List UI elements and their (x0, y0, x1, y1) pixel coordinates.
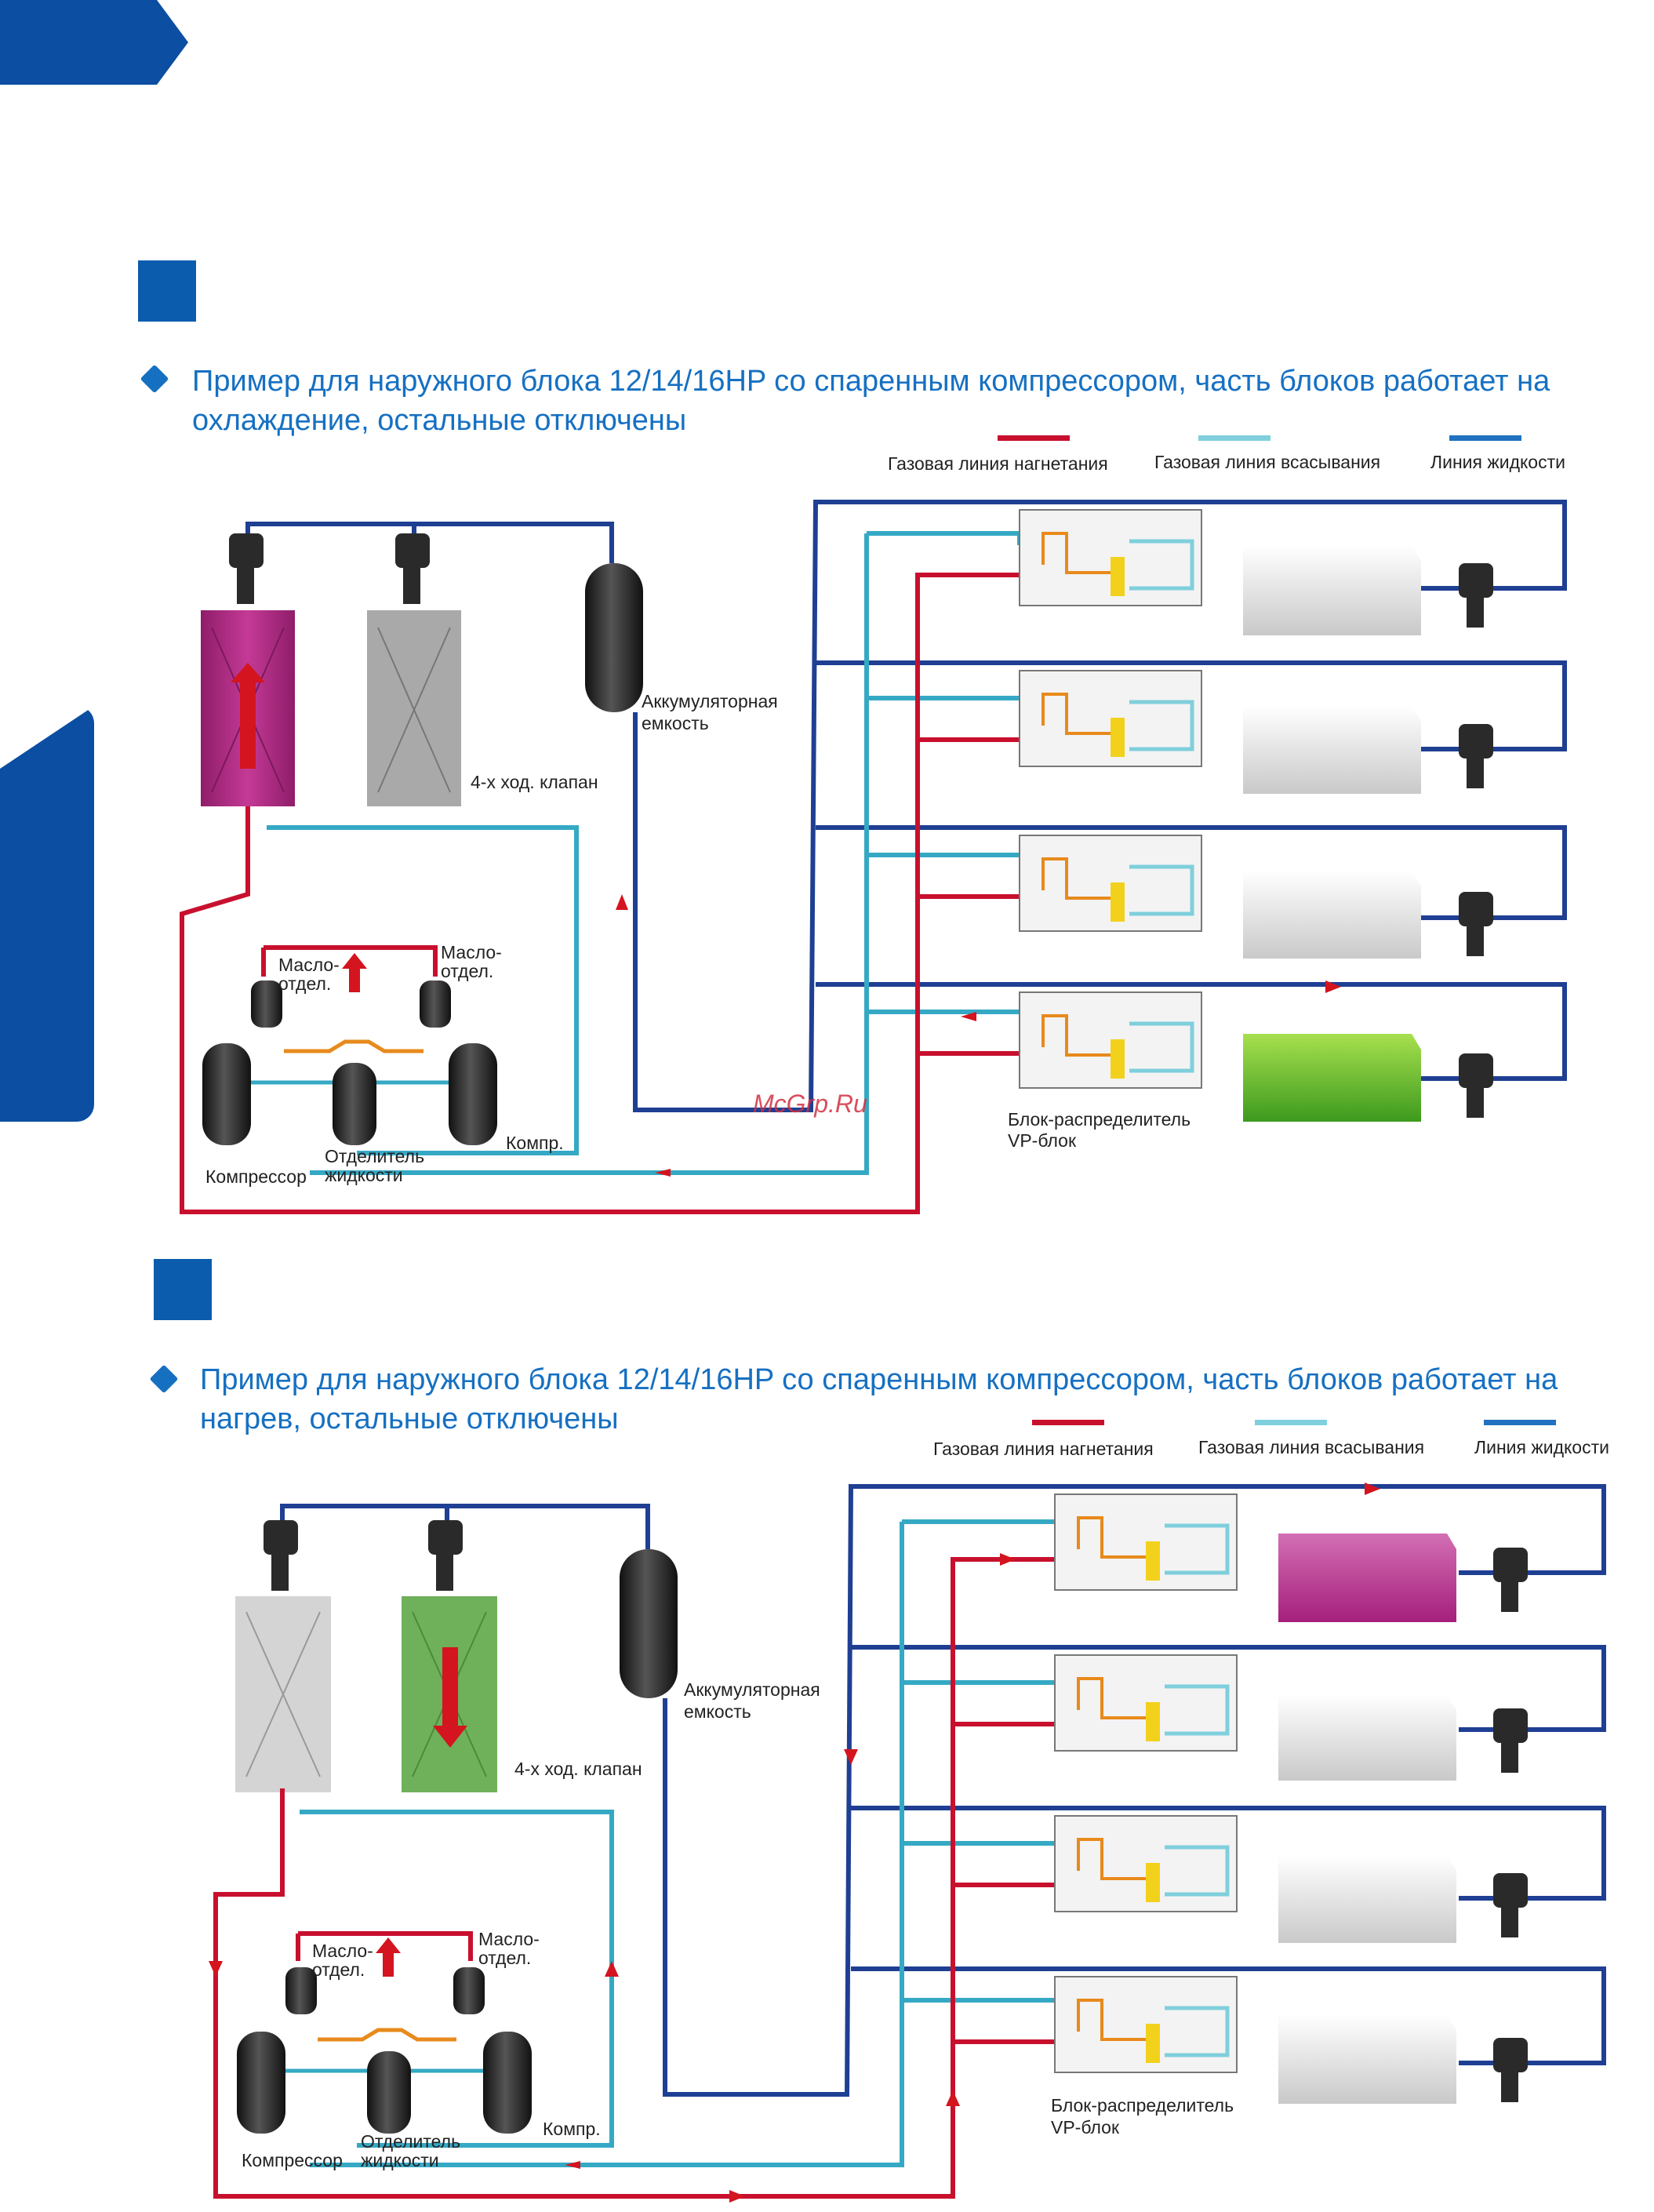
legend-liquid-label: Линия жидкости (1474, 1437, 1609, 1457)
legend-discharge-swatch (998, 435, 1070, 441)
indoor-unit (1278, 1694, 1456, 1781)
indoor-unit (1243, 706, 1421, 794)
compressor (483, 2032, 532, 2134)
liquid-sep-label: Отделитель (361, 2131, 460, 2152)
valve-icon (264, 1520, 298, 1591)
accumulator-tank (585, 563, 643, 712)
diagram-cooling: Аккумуляторная емкость 4-х ход. клапан М… (180, 500, 1567, 1214)
bullet-icon (140, 364, 169, 394)
accumulator-label: емкость (642, 713, 709, 733)
oil-separator (251, 980, 282, 1028)
legend-suction-swatch (1198, 435, 1270, 441)
oil-sep-label: Масло- (441, 942, 502, 962)
oil-separator (453, 1967, 485, 2014)
flow-arrow-up (231, 663, 265, 769)
legend-liquid-label: Линия жидкости (1430, 452, 1565, 472)
section-icon-1 (138, 260, 196, 322)
side-tab (0, 706, 94, 1122)
vp-block (1054, 1976, 1238, 2073)
oil-sep-label: Масло- (278, 955, 340, 975)
oil-sep-label: отдел. (312, 1959, 365, 1980)
indoor-unit (1278, 2014, 1456, 2104)
valve-icon (1459, 724, 1493, 788)
vp-block (1019, 670, 1202, 767)
vp-block (1054, 1493, 1238, 1591)
vp-block (1019, 509, 1202, 606)
diagram-heating: Аккумуляторная емкость 4-х ход. клапан М… (209, 1483, 1606, 2203)
section1-heading-line1: Пример для наружного блока 12/14/16HP со… (192, 365, 1550, 398)
section2-heading-line1: Пример для наружного блока 12/14/16HP со… (200, 1363, 1558, 1396)
oil-sep-label: Масло- (312, 1941, 373, 1961)
indoor-unit (1278, 1855, 1456, 1943)
liquid-sep-label: жидкости (361, 2150, 439, 2170)
vp-block-label: VP-блок (1008, 1130, 1077, 1151)
legend-discharge-label: Газовая линия нагнетания (888, 453, 1108, 474)
oil-separator (285, 1967, 317, 2014)
accumulator-label: емкость (684, 1701, 751, 1722)
bullet-icon (149, 1364, 179, 1394)
valve-icon (1459, 892, 1493, 956)
liquid-separator (333, 1063, 376, 1145)
compr-label: Компр. (543, 2119, 601, 2139)
legend-suction-label: Газовая линия всасывания (1198, 1437, 1425, 1457)
legend-liquid-swatch (1484, 1420, 1556, 1425)
vp-block (1054, 1654, 1238, 1752)
corner-tab (0, 0, 188, 85)
legend-discharge-swatch (1032, 1420, 1104, 1425)
indoor-unit-cooling (1243, 1034, 1421, 1122)
compressor (449, 1043, 497, 1145)
liquid-sep-label: Отделитель (325, 1146, 424, 1166)
flow-arrow-up (342, 953, 367, 992)
valve-icon (1493, 1873, 1528, 1937)
four-way-valve-label: 4-х ход. клапан (514, 1759, 642, 1779)
legend-suction-swatch (1255, 1420, 1327, 1425)
flow-arrow-up (376, 1937, 401, 1977)
valve-icon (1459, 563, 1493, 628)
valve-icon (1493, 1548, 1528, 1612)
accumulator-label: Аккумуляторная (684, 1679, 820, 1700)
watermark: McGrp.Ru (753, 1090, 867, 1118)
compressor (202, 1043, 251, 1145)
liquid-separator (367, 2051, 411, 2134)
compressor-label: Компрессор (205, 1166, 307, 1187)
legend-suction-label: Газовая линия всасывания (1154, 452, 1381, 472)
compressor (237, 2032, 285, 2134)
valve-icon (1459, 1053, 1493, 1118)
section-icon-2 (154, 1259, 212, 1320)
compr-label: Компр. (506, 1133, 564, 1153)
vp-block (1054, 1815, 1238, 1912)
vp-block-label: VP-блок (1051, 2117, 1120, 2137)
indoor-unit (1243, 545, 1421, 635)
oil-sep-label: Масло- (478, 1929, 540, 1949)
oil-sep-label: отдел. (441, 961, 493, 981)
vp-block (1019, 991, 1202, 1089)
oil-sep-label: отдел. (278, 973, 331, 994)
section1-heading-line2: охлаждение, остальные отключены (192, 404, 687, 437)
flow-arrow-down (433, 1647, 467, 1748)
four-way-valve-label: 4-х ход. клапан (471, 772, 598, 792)
valve-icon (229, 533, 264, 604)
legend-discharge-label: Газовая линия нагнетания (933, 1439, 1154, 1459)
section2-heading-line2: нагрев, остальные отключены (200, 1403, 619, 1435)
oil-sep-label: отдел. (478, 1948, 531, 1968)
vp-block (1019, 835, 1202, 932)
accumulator-label: Аккумуляторная (642, 691, 778, 711)
indoor-unit (1243, 871, 1421, 959)
valve-icon (1493, 2038, 1528, 2102)
vp-block-label: Блок-распределитель (1051, 2095, 1234, 2116)
valve-icon (395, 533, 430, 604)
vp-block-label: Блок-распределитель (1008, 1109, 1191, 1130)
legend-liquid-swatch (1449, 435, 1521, 441)
accumulator-tank (620, 1549, 678, 1698)
oil-separator (420, 980, 451, 1028)
valve-icon (428, 1520, 463, 1591)
compressor-label: Компрессор (242, 2150, 343, 2170)
valve-icon (1493, 1708, 1528, 1773)
indoor-unit-heating (1278, 1533, 1456, 1622)
liquid-sep-label: жидкости (325, 1165, 403, 1185)
